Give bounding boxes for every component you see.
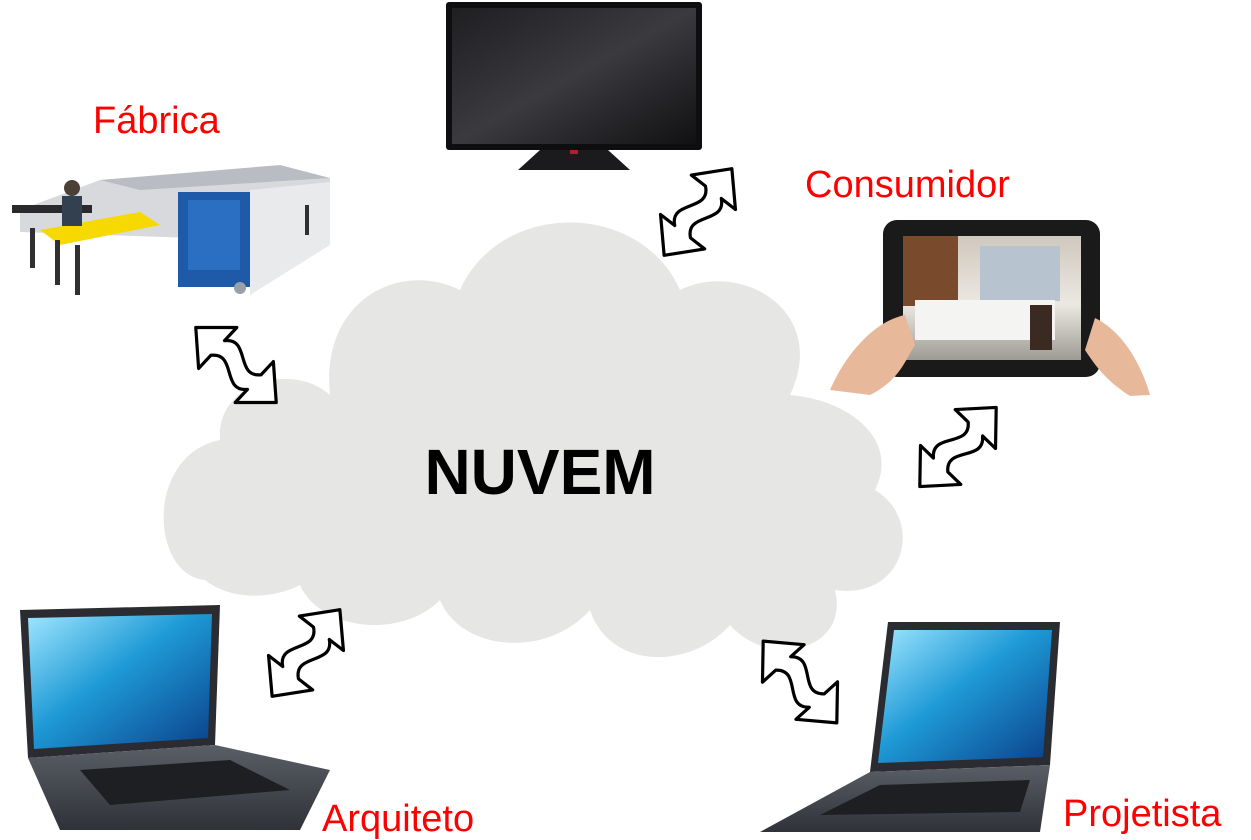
cloud-icon [163, 222, 903, 658]
double-headed-arrow-icon [898, 386, 1018, 508]
node-label-consumidor: Consumidor [805, 164, 1010, 206]
tablet-icon [830, 220, 1150, 396]
node-label-arquiteto: Arquiteto [322, 798, 475, 840]
cloud-label: NUVEM [424, 436, 656, 508]
node-label-projetista: Projetista [1063, 793, 1222, 835]
television-icon [446, 2, 702, 170]
double-headed-arrow-icon [640, 149, 756, 275]
laptop-icon [760, 622, 1060, 832]
node-label-fabrica: Fábrica [93, 100, 220, 142]
panel-saw-machine-icon [12, 165, 330, 295]
laptop-icon [20, 605, 330, 830]
